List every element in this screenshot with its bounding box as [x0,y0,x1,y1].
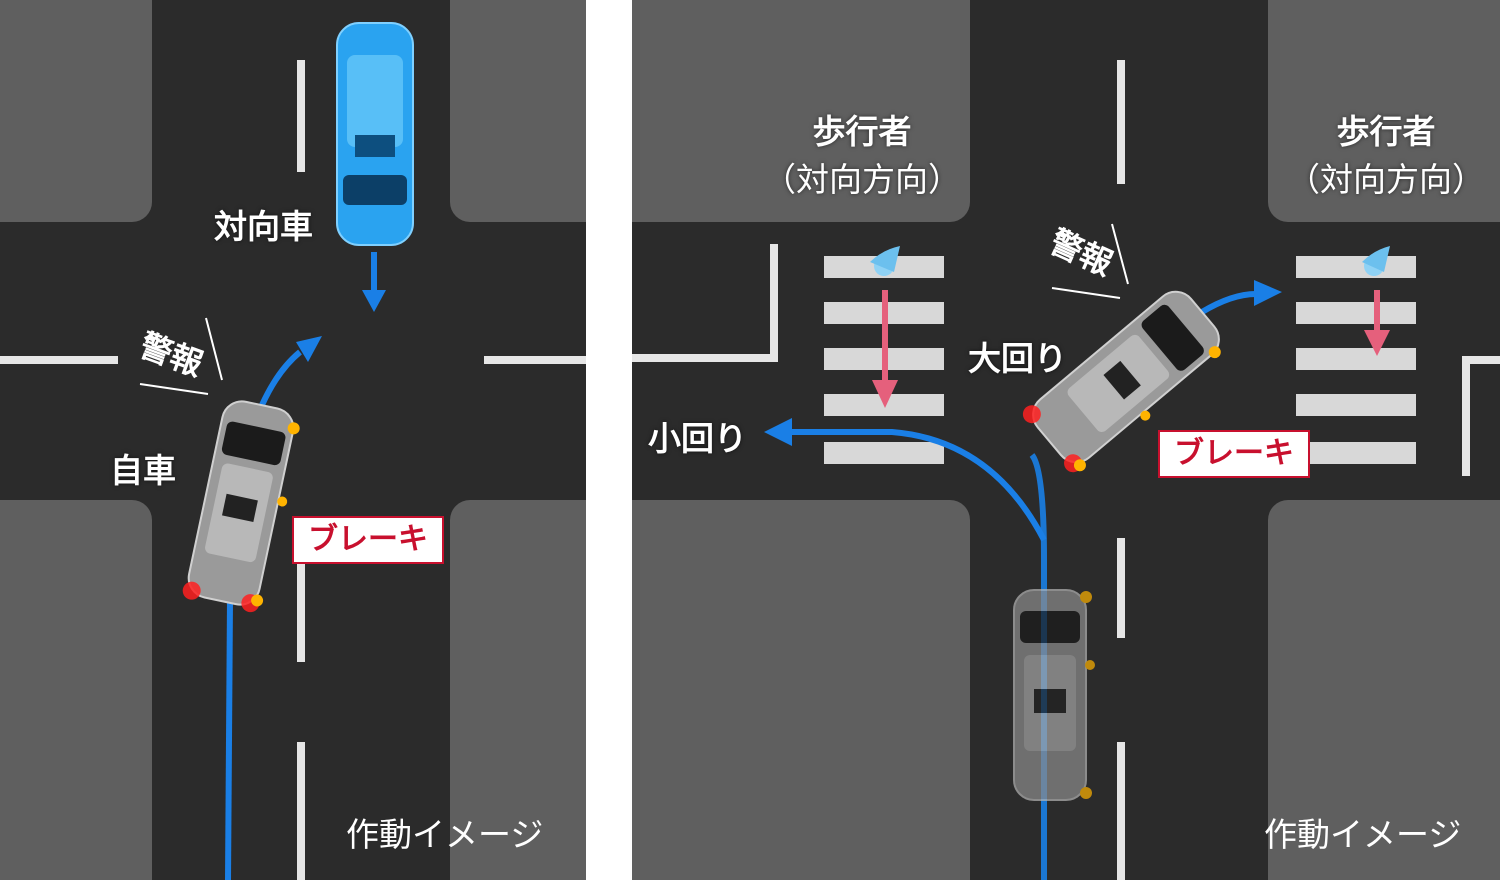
oncoming-car-label: 対向車 [214,207,313,246]
pedestrian-label-left-line2: （対向方向） [763,160,961,199]
own-car [182,400,300,613]
corner-block-bottom-left [0,500,152,880]
corner-block-bottom-right [1268,500,1500,880]
turn-signal [277,496,288,507]
warning-line [205,317,223,381]
turn-signal [1208,346,1221,359]
own-car-turn-arrow-line [259,349,302,407]
corner-block-top-right [1268,0,1500,222]
right-intersection-scene [632,0,1500,880]
lane-marking [297,60,305,172]
pedestrian-label-right-line1: 歩行者 [1336,112,1436,151]
warning-line [1051,287,1121,299]
operation-image-caption: 作動イメージ [1264,815,1462,854]
lane-marking [1117,742,1125,880]
left-diagram-panel: 対向車 警報 自車 ブレーキ 作動イメージ [0,0,586,880]
right-diagram-panel: 歩行者 （対向方向） 歩行者 （対向方向） 警報 大回り 小回り ブレーキ 作動… [632,0,1500,880]
stop-line [1462,356,1470,476]
pedestrian-label-left: 歩行者 （対向方向） [762,108,962,204]
lane-marking [1117,60,1125,184]
left-intersection-scene [0,0,586,880]
turn-signal [1073,459,1086,472]
pedestrian-arrowhead [872,380,898,408]
stop-line [632,354,778,362]
pedestrian-label-right: 歩行者 （対向方向） [1286,108,1486,204]
stop-line [0,356,118,364]
own-car-turn-arrowhead [296,336,322,362]
own-car-label: 自車 [110,451,176,490]
pedestrian-label-left-line1: 歩行者 [812,112,912,151]
pedestrian-label-right-line2: （対向方向） [1287,160,1485,199]
pedestrian-icon-right [1362,246,1390,276]
corner-block-top-right [450,0,586,222]
warning-line [1111,223,1129,285]
lane-marking [297,552,305,662]
brake-light [182,581,201,600]
oncoming-arrowhead [362,290,386,312]
corner-block-top-left [0,0,152,222]
own-car-ghost [1013,589,1095,801]
own-car [1022,290,1221,473]
turn-signal [1140,410,1151,421]
tight-turn-label: 小回り [648,419,747,458]
tight-turn-path [792,429,1047,542]
pedestrian-arrow-line [1374,290,1380,332]
stop-line [1462,356,1500,364]
turn-signal [251,594,264,607]
wide-turn-arrow-line [1200,291,1257,315]
brake-badge: ブレーキ [292,516,444,564]
corner-block-bottom-right [450,500,586,880]
pedestrian-arrowhead [1364,330,1390,356]
crosswalk-left [824,256,944,464]
stop-line [770,244,778,362]
pedestrian-icon-left [870,246,900,276]
warning-line [139,383,209,395]
wide-turn-path [1029,453,1047,880]
corner-block-bottom-left [632,500,970,880]
lane-marking [1117,538,1125,638]
brake-badge: ブレーキ [1158,430,1310,478]
brake-light [1022,405,1041,424]
stop-line [484,356,586,364]
lane-marking [297,742,305,880]
own-car-path [225,599,233,880]
oncoming-car [336,22,414,246]
wide-turn-arrowhead [1254,280,1282,306]
tight-turn-arrowhead [764,418,792,446]
wide-turn-label: 大回り [968,339,1067,378]
oncoming-arrow-line [371,252,377,292]
turn-signal [287,422,300,435]
corner-block-top-left [632,0,970,222]
operation-image-caption: 作動イメージ [346,815,544,854]
pedestrian-arrow-line [882,290,888,382]
